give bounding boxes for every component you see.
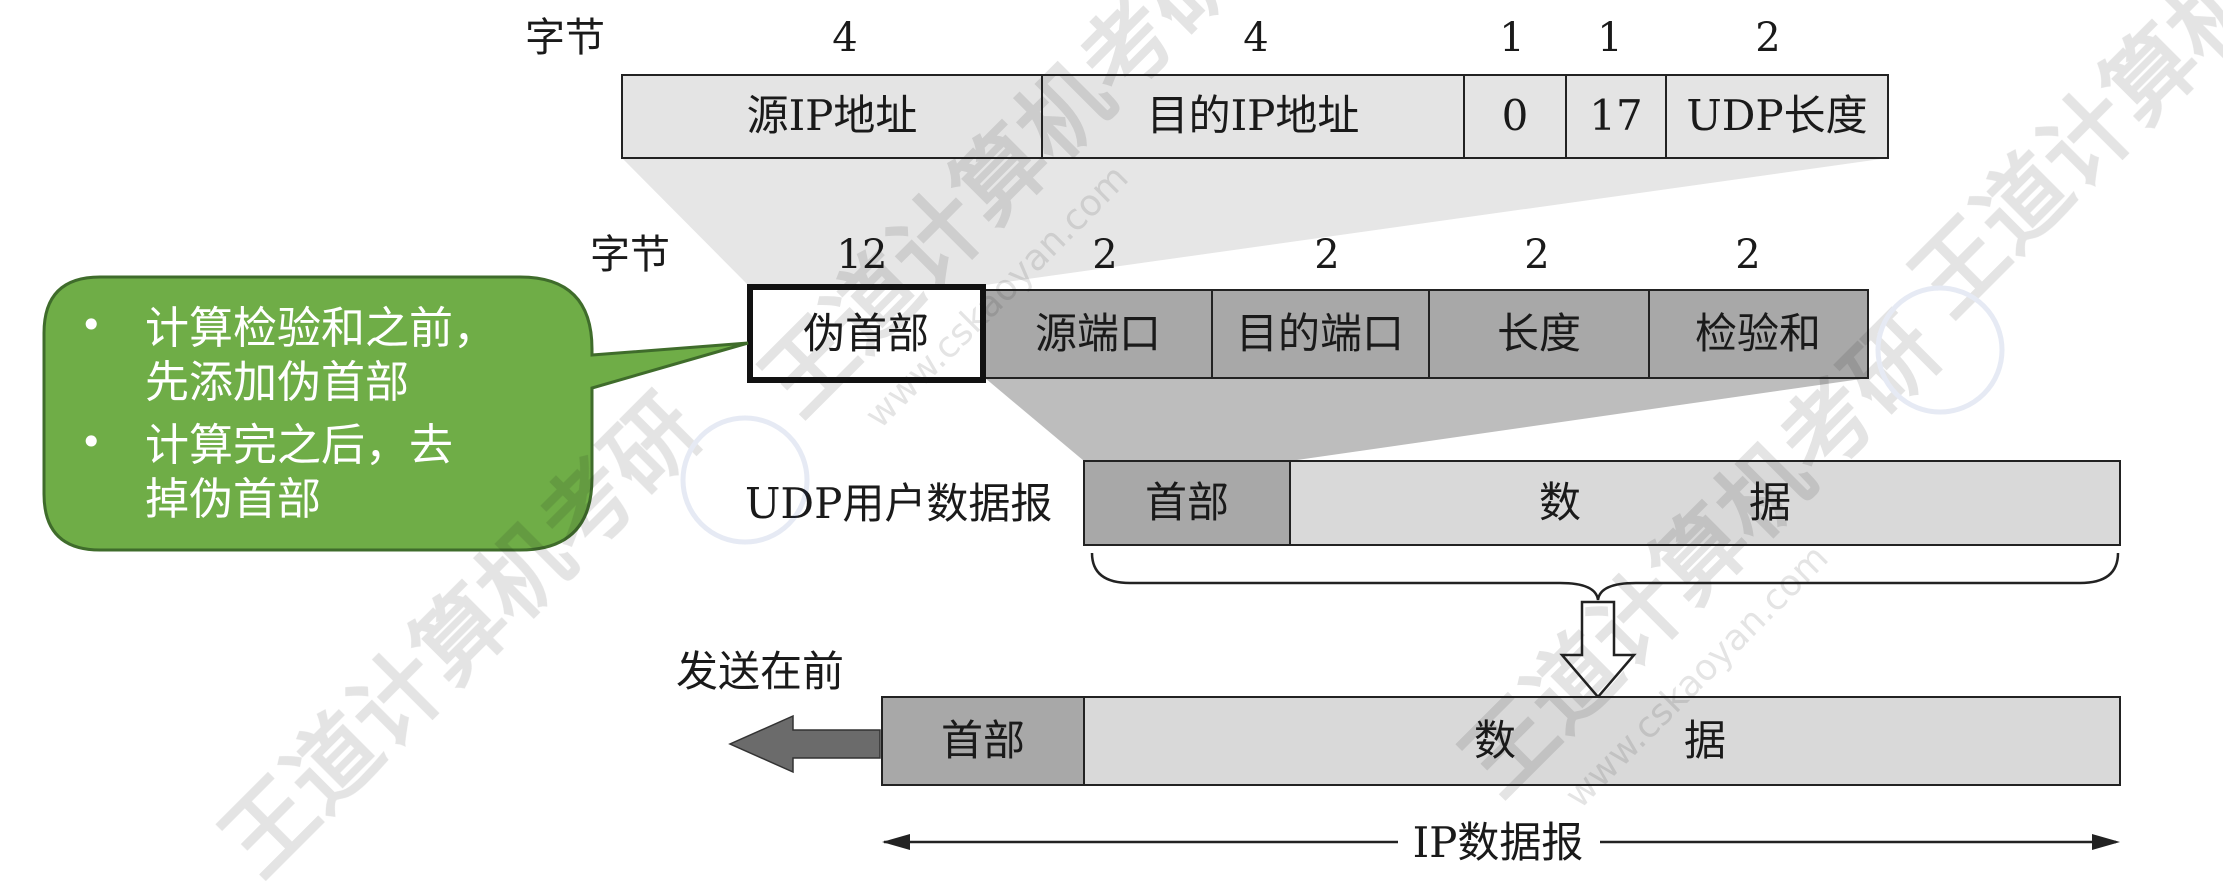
send-first-label: 发送在前 bbox=[676, 647, 844, 696]
udp-header-row bbox=[984, 289, 1869, 379]
callout-item1-line2: 先添加伪首部 bbox=[145, 357, 409, 408]
row1-size-3: 1 bbox=[1597, 15, 1622, 61]
ip-datagram-data bbox=[1083, 696, 2121, 786]
field-src-port bbox=[984, 289, 1213, 379]
callout-item1-line1: 计算检验和之前， bbox=[145, 303, 497, 354]
send-arrow-icon bbox=[728, 714, 881, 774]
udp-datagram bbox=[1083, 460, 2121, 546]
field-pseudo-header-label: 伪首部 bbox=[803, 309, 929, 358]
udp-datagram-header-label: 首部 bbox=[1145, 478, 1229, 527]
field-checksum-label: 检验和 bbox=[1695, 309, 1821, 358]
ip-datagram-label: IP数据报 bbox=[1413, 818, 1584, 867]
field-udp-length bbox=[1665, 74, 1889, 159]
ip-span-arrowhead-right bbox=[2092, 834, 2120, 850]
callout-bubble: • 计算检验和之前， 先添加伪首部 • 计算完之后，去 掉伪首部 bbox=[42, 275, 749, 552]
row2-size-3: 2 bbox=[1524, 232, 1549, 278]
row2-size-0: 12 bbox=[837, 232, 888, 278]
field-pseudo-header bbox=[747, 284, 986, 383]
row1-bytes-label: 字节 bbox=[525, 15, 605, 61]
callout-item2-line2: 掉伪首部 bbox=[145, 474, 321, 525]
callout-item2-line1: 计算完之后，去 bbox=[145, 420, 453, 471]
watermark-brand-3: 王道计算机考研 bbox=[1891, 0, 2223, 336]
row1-size-2: 1 bbox=[1499, 15, 1524, 61]
ip-datagram-header-label: 首部 bbox=[941, 716, 1025, 765]
row1-size-1: 4 bbox=[1243, 15, 1268, 61]
row2-size-2: 2 bbox=[1314, 232, 1339, 278]
udp-datagram-data bbox=[1289, 460, 2121, 546]
ip-datagram-header bbox=[881, 696, 1085, 786]
row1-size-4: 2 bbox=[1755, 15, 1780, 61]
udp-header-projection bbox=[985, 378, 1868, 461]
field-protocol bbox=[1565, 74, 1667, 159]
field-length-label: 长度 bbox=[1497, 309, 1581, 358]
callout-bullet-1: • bbox=[80, 303, 102, 347]
field-dst-port bbox=[1211, 289, 1430, 379]
ip-datagram bbox=[881, 696, 2121, 786]
watermark-seal-2 bbox=[1875, 285, 2005, 415]
row1-size-0: 4 bbox=[832, 15, 857, 61]
field-src-port-label: 源端口 bbox=[1035, 309, 1161, 358]
field-dst-ip bbox=[1041, 74, 1465, 159]
udp-datagram-header bbox=[1083, 460, 1291, 546]
udp-datagram-label: UDP用户数据报 bbox=[745, 479, 1052, 528]
row2-size-4: 2 bbox=[1735, 232, 1760, 278]
field-dst-ip-label: 目的IP地址 bbox=[1147, 91, 1360, 140]
row2-size-1: 2 bbox=[1092, 232, 1117, 278]
field-zero-label: 0 bbox=[1502, 91, 1529, 140]
field-dst-port-label: 目的端口 bbox=[1236, 309, 1404, 358]
field-protocol-label: 17 bbox=[1589, 91, 1642, 140]
field-src-ip bbox=[621, 74, 1043, 159]
grouping-brace bbox=[1090, 552, 2120, 601]
field-length bbox=[1428, 289, 1650, 379]
field-udp-length-label: UDP长度 bbox=[1686, 91, 1867, 140]
field-src-ip-label: 源IP地址 bbox=[747, 91, 918, 140]
udp-datagram-data-label: 数 据 bbox=[1539, 478, 1791, 527]
pseudo-header-row bbox=[621, 74, 1889, 159]
watermark-seal-1 bbox=[680, 415, 810, 545]
ip-datagram-data-label: 数 据 bbox=[1474, 716, 1726, 765]
down-arrow-icon bbox=[1559, 600, 1637, 699]
callout-bullet-2: • bbox=[80, 420, 102, 464]
row2-bytes-label: 字节 bbox=[590, 232, 670, 278]
pseudo-header-projection bbox=[622, 158, 1888, 285]
ip-span-arrowhead-left bbox=[882, 834, 910, 850]
field-checksum bbox=[1648, 289, 1869, 379]
